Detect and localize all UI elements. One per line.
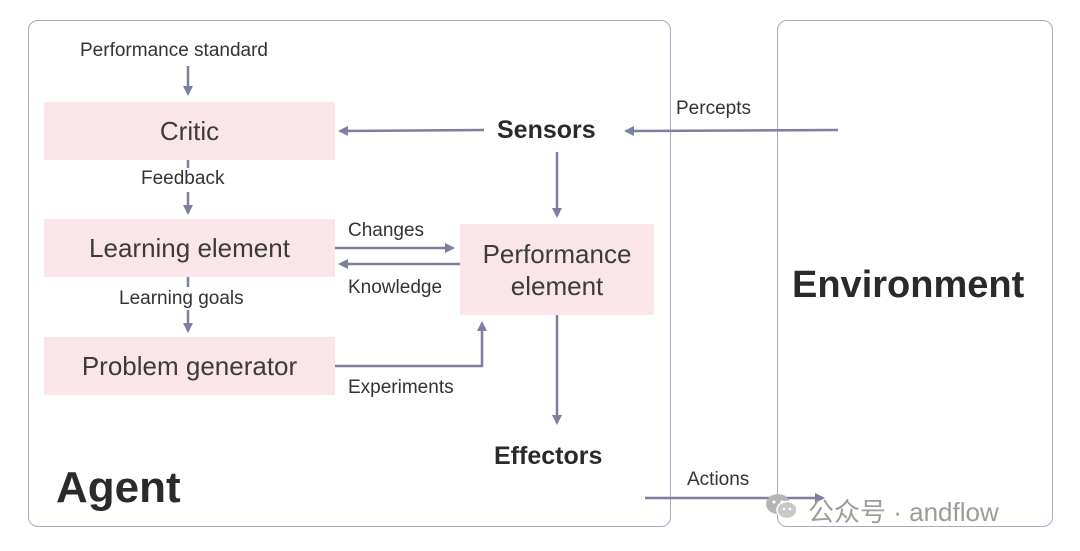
feedback-label: Feedback [141,168,225,189]
environment-frame [777,20,1053,527]
knowledge-label: Knowledge [348,277,443,298]
changes-label: Changes [348,220,425,241]
learning-element-label: Learning element [89,233,290,263]
problem-generator-label: Problem generator [81,351,298,381]
experiments-arrow [335,321,487,368]
experiments-label: Experiments [348,377,454,398]
agent-frame [28,20,671,527]
watermark-text: 公众号 · andflow [808,497,999,527]
agent-title: Agent [56,463,181,512]
actions-label: Actions [687,469,750,490]
sensors-to-critic-arrow [338,125,485,136]
problem-generator-box: Problem generator [44,337,335,395]
environment-title: Environment [792,264,1025,306]
performance-element-label: Performance element [482,238,632,301]
wechat-icon [764,492,800,529]
performance-standard-label: Performance standard [80,40,268,61]
learning-element-box: Learning element [44,219,335,277]
critic-box: Critic [44,102,335,160]
learning-goals-label: Learning goals [119,288,244,309]
critic-label: Critic [159,116,220,146]
performance-element-box: Performance element [460,224,654,315]
watermark: 公众号 · andflow [764,492,999,529]
percepts-arrow [624,125,839,136]
effectors-label: Effectors [494,442,603,470]
percepts-label: Percepts [676,98,751,119]
sensors-label: Sensors [497,116,596,144]
